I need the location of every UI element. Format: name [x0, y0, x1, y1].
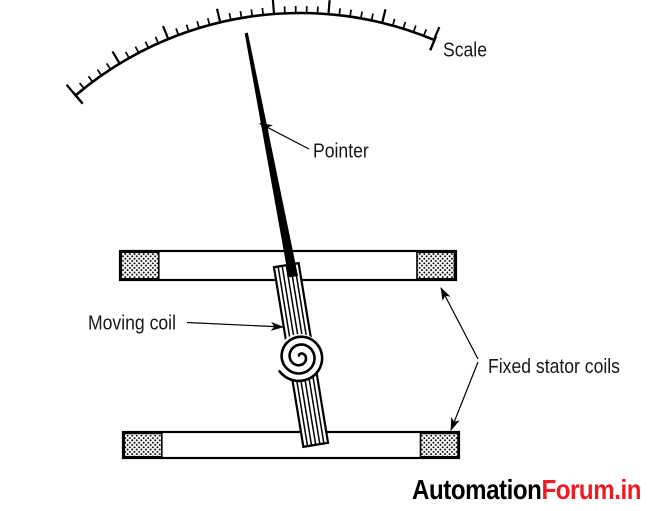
label-pointer: Pointer [313, 139, 369, 161]
label-moving-coil: Moving coil [88, 311, 176, 333]
bottom-stator-end-right [419, 432, 459, 458]
spiral-spring [278, 335, 324, 383]
fixed-stator-lower-leader-arrow [450, 361, 479, 431]
scale-ticks [65, 0, 441, 105]
pointer-needle [244, 32, 298, 278]
top-stator-end-right [416, 251, 456, 280]
watermark-automationforum: AutomationForum.in [412, 473, 641, 505]
bottom-stator-bar [121, 430, 461, 460]
top-stator-end-left [120, 251, 160, 280]
watermark-automation-text: Automation [412, 473, 541, 505]
pointer-leader-arrow [259, 122, 310, 150]
bottom-stator-end-left [123, 432, 163, 458]
fixed-stator-upper-leader-arrow [440, 287, 479, 360]
label-scale: Scale [443, 38, 487, 60]
moving-coil-leader-arrow [186, 321, 285, 331]
label-fixed-stator-coils: Fixed stator coils [488, 355, 620, 377]
watermark-forum-in-text: Forum.in [541, 473, 641, 505]
